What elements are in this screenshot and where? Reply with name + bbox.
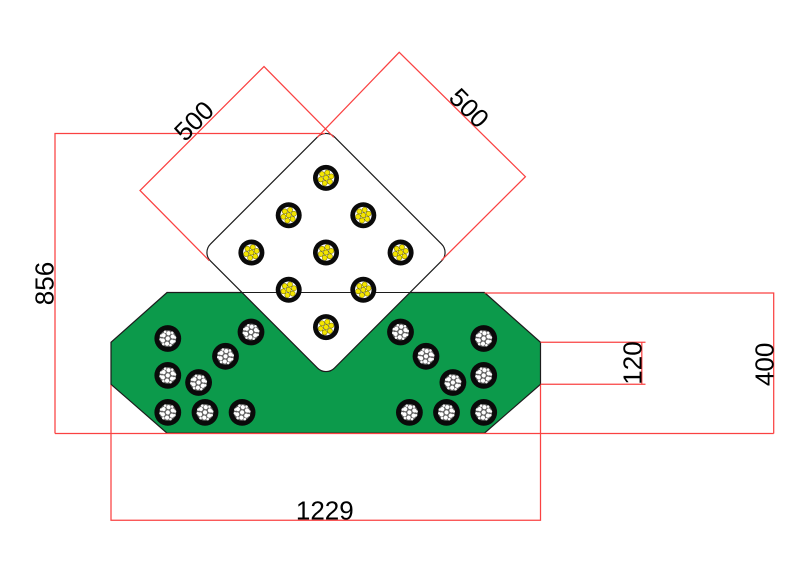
svg-text:1229: 1229	[296, 496, 354, 526]
svg-text:500: 500	[168, 95, 220, 147]
svg-text:856: 856	[30, 262, 60, 305]
svg-text:120: 120	[617, 341, 647, 384]
svg-text:500: 500	[443, 82, 495, 134]
svg-text:400: 400	[749, 343, 779, 386]
